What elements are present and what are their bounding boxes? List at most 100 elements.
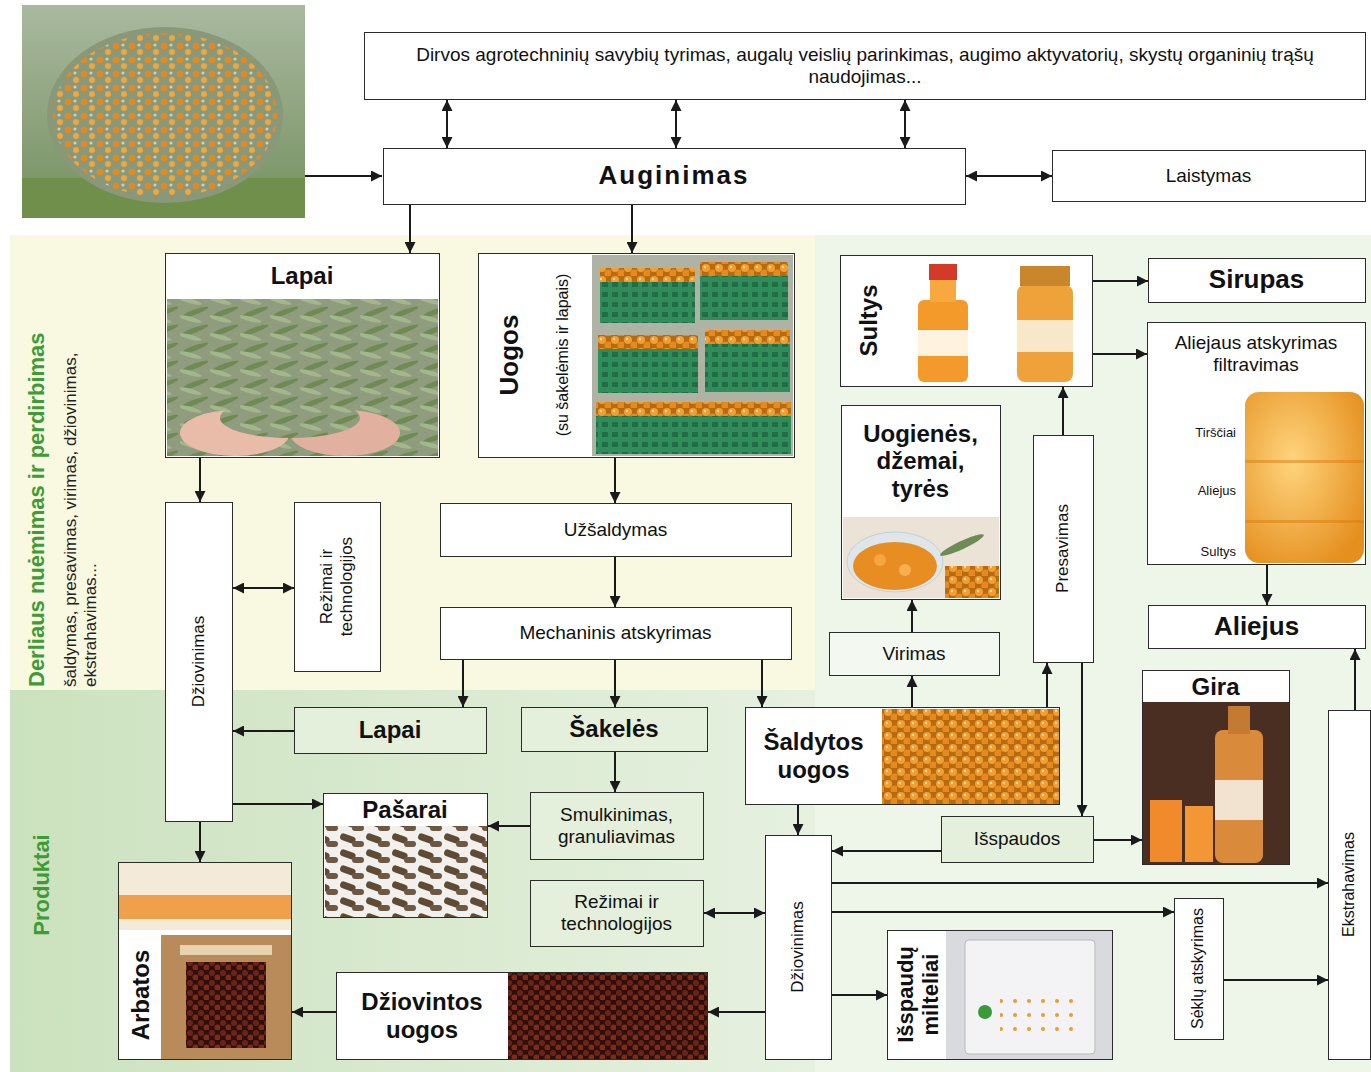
process-box: Laistymas — [1052, 150, 1366, 202]
box-fill — [323, 793, 488, 918]
text-region: Džiovinimas — [166, 503, 231, 820]
juice-jar — [1017, 285, 1073, 382]
text-region: Lapai — [295, 708, 485, 752]
node-text: Režimai ir technologijos — [535, 891, 698, 935]
flow-arrow — [614, 752, 616, 792]
box-fill — [118, 862, 292, 1060]
process-box: Dirvos agrotechninių savybių tyrimas, au… — [364, 32, 1366, 100]
process-box: Užšaldymas — [440, 503, 792, 557]
bush-photo — [47, 27, 283, 203]
flow-arrow — [614, 660, 616, 707]
process-box: Presavimas — [1033, 435, 1094, 663]
node-text: Auginimas — [599, 161, 750, 191]
flow-arrow — [199, 822, 201, 862]
box-fill — [336, 972, 708, 1060]
text-region: Aliejus — [1166, 479, 1240, 503]
text-region: Sultys — [843, 256, 895, 385]
text-region: Auginimas — [384, 149, 964, 203]
box-fill — [840, 255, 1093, 387]
process-box: Virimas — [829, 632, 1000, 676]
text-region: Aliejaus atskyrimas filtravimas — [1148, 323, 1364, 385]
band-label: šaldymas, presavimas, virimas, džiovinim… — [61, 241, 100, 687]
text-region: Ekstrahavimas — [1329, 711, 1369, 1058]
node-text: Pašarai — [362, 796, 447, 824]
crates-photo — [592, 255, 793, 456]
text-region: Išspaudos — [942, 817, 1092, 861]
box-fill — [841, 405, 1001, 600]
flow-arrow — [904, 100, 906, 148]
text-region: Presavimas — [1034, 436, 1092, 661]
text-region: Džiovinimas — [766, 836, 830, 1058]
node-text: Uogienės, džemai, tyrės — [846, 420, 995, 503]
text-region: Lapai — [166, 254, 438, 298]
powder-photo — [946, 931, 1112, 1059]
jam-photo — [899, 564, 911, 576]
flow-arrow — [409, 205, 411, 253]
flow-arrow — [614, 458, 616, 503]
text-region: Pašarai — [324, 794, 486, 826]
powder-photo — [1000, 990, 1080, 1040]
node-text: Sėklų atskyrimas — [1189, 908, 1207, 1029]
flow-arrow — [911, 676, 913, 707]
powder-photo — [965, 940, 1095, 1054]
node-text: Sirupas — [1209, 265, 1304, 295]
flow-arrow — [1093, 280, 1148, 282]
dried-berries-photo — [508, 973, 707, 1059]
node-text: Džiovintos uogos — [341, 988, 503, 1043]
juice-bottle — [929, 264, 957, 280]
crates-photo — [596, 402, 791, 454]
tea-package — [180, 945, 272, 955]
node-text: Uogos — [495, 315, 525, 396]
jam-photo — [847, 532, 943, 592]
leaves-photo — [167, 299, 438, 456]
photo-box: Uogos (su šakelėmis ir lapais) — [478, 253, 795, 458]
text-region: Režimai ir technologijos — [531, 881, 702, 945]
flow-arrow — [708, 1011, 765, 1013]
crates-photo — [598, 335, 698, 393]
text-region: Šakelės — [522, 708, 706, 750]
flow-arrow — [614, 557, 616, 607]
jam-photo — [874, 554, 886, 566]
node-text: Smulkinimas, granuliavimas — [535, 804, 698, 848]
product-box: Sirupas — [1148, 258, 1366, 303]
text-region: Uogos — [481, 254, 539, 456]
pellets-photo — [325, 826, 487, 917]
processing-panel — [815, 235, 1371, 1072]
flow-arrow — [233, 803, 323, 805]
flow-arrow — [631, 205, 633, 253]
text-region: Gira — [1143, 671, 1288, 703]
text-region: Šaldytos uogos — [746, 708, 881, 803]
bush-photo — [22, 5, 305, 218]
node-text: Virimas — [883, 643, 946, 665]
crates-photo — [600, 268, 695, 323]
label-region: Derliaus nuėmimas ir perdirbimas — [20, 238, 54, 690]
text-region: Sėklų atskyrimas — [1175, 899, 1222, 1038]
flow-arrow — [1354, 649, 1356, 710]
node-text: Sultys — [855, 284, 883, 356]
node-text: Režimai ir technologijos — [317, 506, 356, 667]
flow-arrow — [832, 911, 1174, 913]
node-text: (su šakelėmis ir lapais) — [554, 274, 572, 437]
text-region: Sirupas — [1149, 259, 1364, 301]
flow-arrow — [832, 850, 941, 852]
products-band — [10, 690, 815, 1072]
text-region: Virimas — [830, 633, 998, 674]
photo-box: Sultys — [840, 255, 1093, 387]
product-box: Lapai — [294, 707, 487, 754]
text-region: (su šakelėmis ir lapais) — [537, 254, 589, 456]
tea-package — [186, 962, 266, 1048]
node-text: Gira — [1191, 673, 1239, 701]
flow-arrow — [292, 1011, 336, 1013]
jam-photo — [853, 542, 937, 590]
node-text: Sultys — [1201, 545, 1236, 560]
flow-arrow — [1266, 565, 1268, 605]
photo-box: Išspaudų milteliai — [887, 930, 1113, 1060]
crates-photo — [700, 262, 788, 276]
crates-photo — [705, 330, 790, 392]
text-region: Režimai ir technologijos — [295, 503, 379, 670]
photo-box: Šaldytos uogos — [745, 707, 1060, 805]
node-text: Mechaninis atskyrimas — [519, 622, 711, 644]
oil-jar — [1245, 392, 1364, 563]
photo-box: Džiovintos uogos — [336, 972, 708, 1060]
node-text: Arbatos — [127, 950, 155, 1041]
